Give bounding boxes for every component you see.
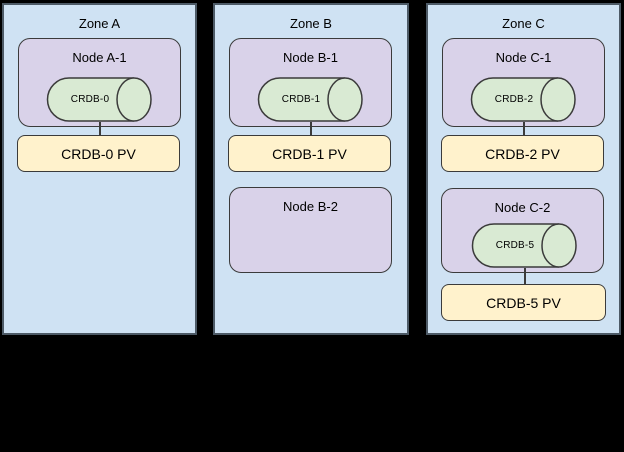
zone-a: Zone A Node A-1 CRDB-0 CRDB-0 PV xyxy=(2,3,197,335)
crdb-2-cylinder: CRDB-2 xyxy=(470,77,576,122)
crdb-0-label: CRDB-0 xyxy=(70,94,110,105)
crdb-1-cylinder: CRDB-1 xyxy=(257,77,363,122)
node-b2: Node B-2 xyxy=(229,187,392,273)
crdb-5-pv-label: CRDB-5 PV xyxy=(486,294,561,311)
connector-line xyxy=(524,268,526,284)
database-cylinder-icon xyxy=(471,223,577,268)
crdb-0-pv-label: CRDB-0 PV xyxy=(61,145,136,162)
connector-line xyxy=(523,122,525,135)
crdb-1-pv: CRDB-1 PV xyxy=(228,135,391,172)
database-cylinder-icon xyxy=(470,77,576,122)
database-cylinder-icon xyxy=(257,77,363,122)
node-c2-label: Node C-2 xyxy=(494,200,551,215)
crdb-0-pv: CRDB-0 PV xyxy=(17,135,180,172)
crdb-0-cylinder: CRDB-0 xyxy=(46,77,152,122)
node-c1: Node C-1 CRDB-2 xyxy=(442,38,605,127)
zone-a-label: Zone A xyxy=(78,16,121,31)
node-a1-label: Node A-1 xyxy=(72,50,127,65)
node-b2-label: Node B-2 xyxy=(283,199,338,214)
crdb-5-pv: CRDB-5 PV xyxy=(441,284,606,321)
database-cylinder-icon xyxy=(46,77,152,122)
crdb-1-label: CRDB-1 xyxy=(281,94,321,105)
crdb-5-label: CRDB-5 xyxy=(495,240,535,251)
crdb-2-pv: CRDB-2 PV xyxy=(441,135,604,172)
node-c2: Node C-2 CRDB-5 xyxy=(441,188,604,273)
zone-c: Zone C Node C-1 CRDB-2 CRDB-2 PV Node C-… xyxy=(426,3,621,335)
zone-b-label: Zone B xyxy=(290,16,332,31)
crdb-2-label: CRDB-2 xyxy=(494,94,534,105)
zone-c-label: Zone C xyxy=(502,16,545,31)
node-a1: Node A-1 CRDB-0 xyxy=(18,38,181,127)
node-b1-label: Node B-1 xyxy=(283,50,338,65)
crdb-1-pv-label: CRDB-1 PV xyxy=(272,145,347,162)
connector-line xyxy=(99,122,101,135)
node-b1: Node B-1 CRDB-1 xyxy=(229,38,392,127)
node-c1-label: Node C-1 xyxy=(495,50,552,65)
crdb-2-pv-label: CRDB-2 PV xyxy=(485,145,560,162)
connector-line xyxy=(310,122,312,135)
zone-b: Zone B Node B-1 CRDB-1 CRDB-1 PV Node B-… xyxy=(213,3,409,335)
crdb-5-cylinder: CRDB-5 xyxy=(471,223,577,268)
